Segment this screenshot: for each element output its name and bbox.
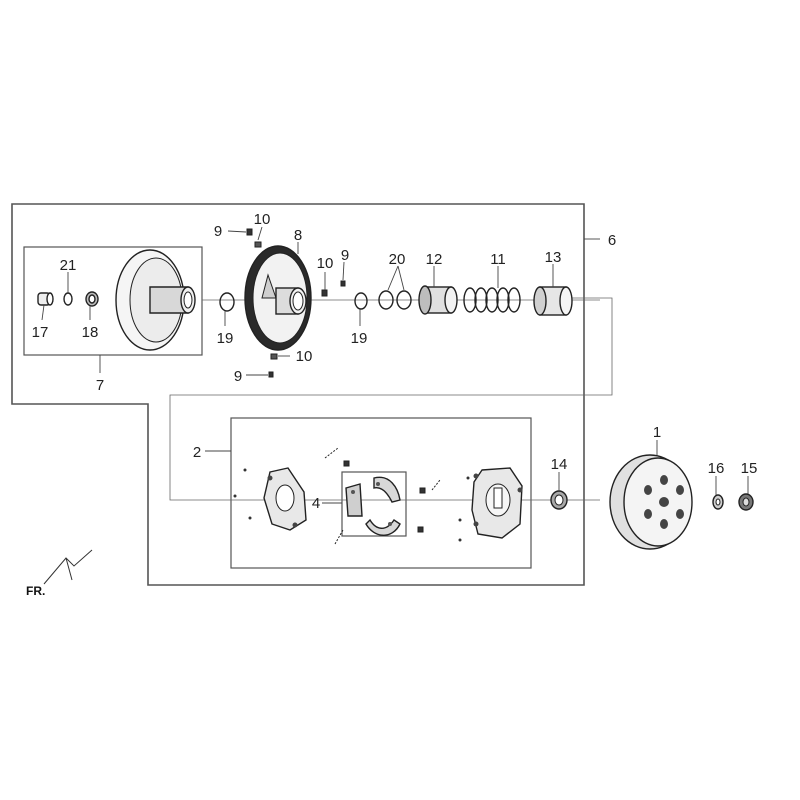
part-1-clutch-outer	[609, 454, 693, 550]
part-10-roller-middle	[321, 289, 328, 297]
label-part-14: 14	[551, 456, 568, 473]
part-clutch-springs	[324, 447, 441, 545]
label-part-11: 11	[490, 251, 506, 268]
label-part-10-bottom: 10	[296, 348, 313, 365]
front-direction-label: FR.	[26, 584, 45, 598]
part-9-guide-pin-top	[246, 228, 253, 236]
label-part-9-middle: 9	[341, 247, 349, 264]
part-small-pins	[233, 460, 470, 542]
label-part-1: 1	[653, 424, 661, 441]
part-19-o-ring-right	[354, 292, 368, 310]
label-part-15: 15	[741, 460, 758, 477]
part-21-ring	[63, 292, 73, 306]
part-12-seal-collar	[418, 285, 458, 315]
assembly-6-frame	[11, 203, 585, 586]
label-part-6: 6	[608, 232, 616, 249]
front-direction-arrow-icon	[43, 549, 93, 585]
label-part-18: 18	[82, 324, 99, 341]
label-part-16: 16	[708, 460, 725, 477]
part-19-o-ring-left	[219, 292, 235, 312]
leader-lines	[41, 226, 749, 504]
part-10-roller-bottom	[270, 353, 278, 360]
part-15-nut	[738, 493, 754, 511]
fixed-driven-face	[115, 249, 196, 351]
shoe-set-4-box	[341, 471, 407, 537]
label-part-19-left: 19	[217, 330, 234, 347]
front-direction-indicator: FR.	[26, 549, 93, 598]
part-9-guide-pin-bottom	[268, 371, 274, 378]
label-part-10-middle: 10	[317, 255, 334, 272]
label-part-10-top: 10	[254, 211, 271, 228]
part-drive-plate	[471, 467, 523, 539]
assembly-2-box	[230, 417, 532, 569]
part-4-clutch-shoes	[345, 476, 401, 536]
label-part-13: 13	[545, 249, 562, 266]
label-part-20: 20	[389, 251, 406, 268]
assembly-7-box	[23, 246, 203, 356]
part-10-roller-top	[254, 241, 262, 248]
label-part-17: 17	[32, 324, 49, 341]
part-9-guide-pin-middle	[340, 280, 346, 287]
part-11-spring	[463, 287, 521, 313]
part-18-oil-seal	[85, 291, 99, 307]
label-part-2: 2	[193, 444, 201, 461]
label-part-21: 21	[60, 257, 77, 274]
label-part-19-right: 19	[351, 330, 368, 347]
label-part-12: 12	[426, 251, 443, 268]
label-part-9-bottom: 9	[234, 368, 242, 385]
part-8-movable-driven-face	[244, 245, 312, 351]
part-clutch-plate	[263, 467, 307, 531]
part-13-spring-seat	[533, 286, 573, 316]
label-part-9-top: 9	[214, 223, 222, 240]
label-part-7: 7	[96, 377, 104, 394]
part-20-o-rings	[378, 290, 412, 310]
part-16-washer	[712, 494, 724, 510]
label-part-4: 4	[312, 495, 320, 512]
part-14-nut	[550, 490, 568, 510]
part-17-bush	[37, 292, 54, 306]
label-part-8: 8	[294, 227, 302, 244]
assembly-axis-lines	[169, 297, 613, 501]
